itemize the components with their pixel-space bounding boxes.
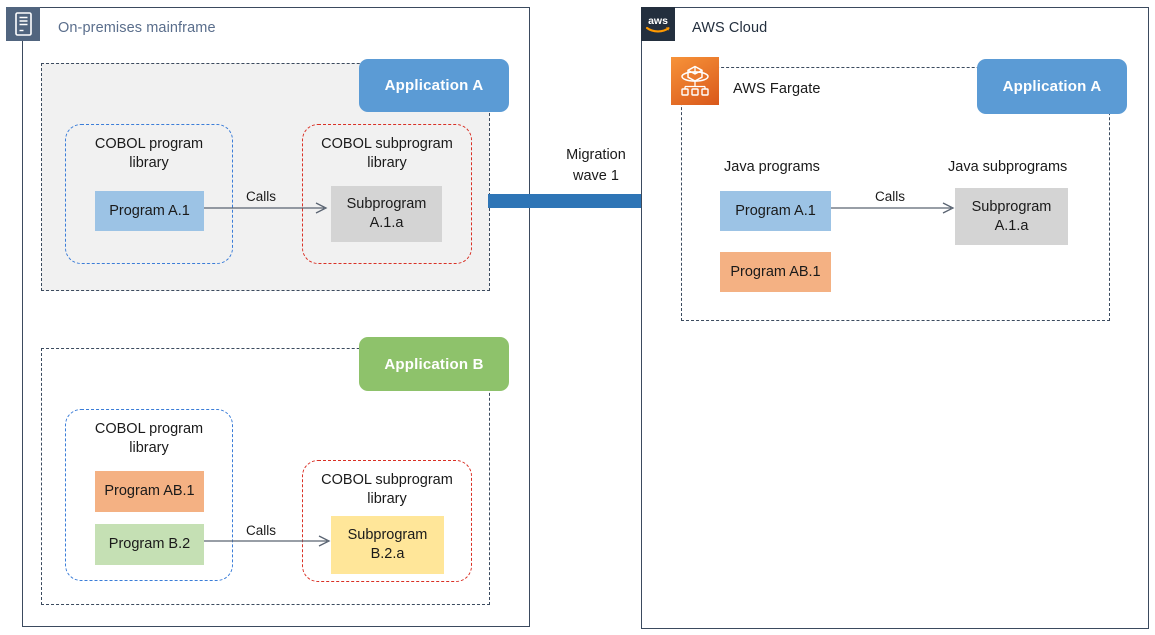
box-program-ab1-onprem: Program AB.1 bbox=[95, 471, 204, 512]
cobol-subprogram-library-a: COBOL subprogram library bbox=[302, 124, 472, 264]
cobol-program-library-a-label: COBOL program library bbox=[94, 136, 204, 171]
cobol-subprogram-library-a-label: COBOL subprogram library bbox=[321, 136, 453, 171]
call-label-aws: Calls bbox=[875, 189, 906, 204]
box-program-a1-onprem: Program A.1 bbox=[95, 191, 204, 231]
cobol-program-library-a: COBOL program library bbox=[65, 124, 233, 264]
svg-text:aws: aws bbox=[648, 15, 668, 27]
badge-application-a-aws: Application A bbox=[977, 59, 1127, 114]
java-subprograms-header: Java subprograms bbox=[948, 159, 1068, 175]
aws-cloud-title: AWS Cloud bbox=[692, 20, 768, 36]
cobol-program-library-b-label: COBOL program library bbox=[94, 421, 204, 456]
mainframe-server-icon bbox=[6, 7, 40, 41]
call-arrow-aws bbox=[831, 202, 955, 214]
call-arrow-application-b bbox=[204, 535, 331, 547]
cobol-subprogram-library-b: COBOL subprogram library bbox=[302, 460, 472, 582]
aws-fargate-title: AWS Fargate bbox=[733, 81, 821, 97]
on-premises-mainframe-title: On-premises mainframe bbox=[58, 20, 216, 36]
box-program-ab1-aws: Program AB.1 bbox=[720, 252, 831, 292]
box-program-a1-aws: Program A.1 bbox=[720, 191, 831, 231]
java-programs-header: Java programs bbox=[724, 159, 820, 175]
migration-wave-label: Migration wave 1 bbox=[566, 147, 626, 184]
box-subprogram-a1a-aws: Subprogram A.1.a bbox=[955, 188, 1068, 245]
box-subprogram-b2a-onprem: Subprogram B.2.a bbox=[331, 516, 444, 574]
cobol-program-library-b: COBOL program library bbox=[65, 409, 233, 581]
migration-arrow bbox=[488, 186, 680, 216]
call-label-application-a: Calls bbox=[246, 189, 277, 204]
aws-fargate-icon bbox=[671, 57, 719, 105]
badge-application-a-onprem: Application A bbox=[359, 59, 509, 112]
box-subprogram-a1a-onprem: Subprogram A.1.a bbox=[331, 186, 442, 242]
call-label-application-b: Calls bbox=[246, 523, 277, 538]
aws-logo-icon: aws bbox=[641, 7, 675, 41]
cobol-subprogram-library-b-label: COBOL subprogram library bbox=[321, 472, 453, 507]
box-program-b2-onprem: Program B.2 bbox=[95, 524, 204, 565]
badge-application-b-onprem: Application B bbox=[359, 337, 509, 391]
call-arrow-application-a bbox=[204, 202, 328, 214]
